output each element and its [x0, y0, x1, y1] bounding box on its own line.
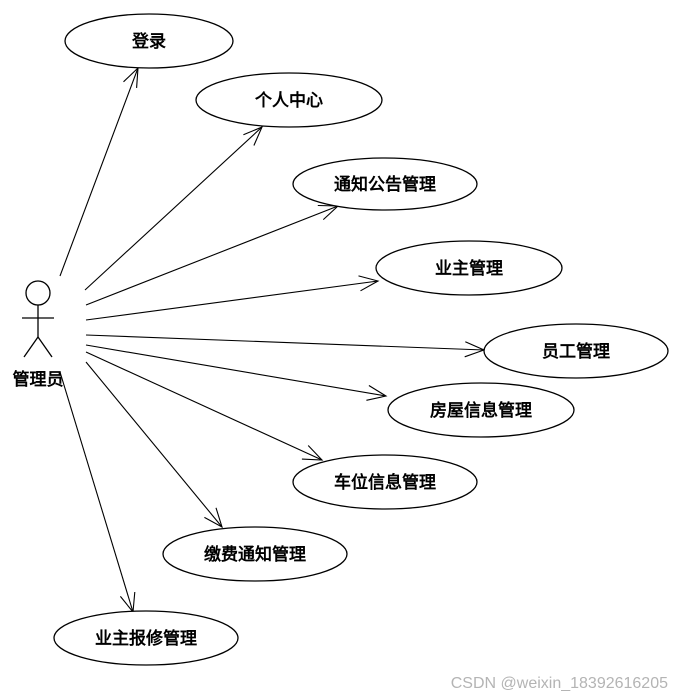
actor: 管理员: [13, 280, 64, 390]
association-staff-management: [85, 334, 485, 351]
use-case-owner-management-ellipse: [375, 240, 563, 296]
use-case-payment-notice-management-ellipse: [162, 526, 348, 582]
use-case-staff-management-label: 员工管理: [542, 341, 610, 362]
watermark-text: CSDN @weixin_18392616205: [451, 675, 668, 692]
use-case-repair-management-label: 业主报修管理: [95, 628, 197, 649]
use-case-parking-info-management: 车位信息管理: [292, 454, 478, 510]
association-repair-management: [59, 371, 134, 613]
actor-head: [25, 280, 51, 306]
use-case-personal-center-label: 个人中心: [254, 90, 323, 111]
use-case-personal-center-ellipse: [195, 72, 383, 128]
use-case-repair-management-ellipse: [53, 610, 239, 666]
association-login: [59, 67, 139, 277]
use-case-login: 登录: [64, 13, 234, 69]
arrowhead-login: [123, 66, 139, 88]
association-house-info-management: [85, 344, 387, 397]
use-case-notice-management: 通知公告管理: [292, 157, 478, 211]
arrowhead-owner-management: [358, 275, 380, 292]
use-case-payment-notice-management-label: 缴费通知管理: [204, 544, 306, 565]
use-case-house-info-management-label: 房屋信息管理: [430, 400, 532, 421]
actor-right-leg: [37, 336, 53, 358]
association-owner-management: [85, 280, 379, 321]
use-case-repair-management: 业主报修管理: [53, 610, 239, 666]
arrowhead-house-info-management: [366, 385, 388, 401]
associations: [59, 66, 486, 614]
actor-left-leg: [23, 336, 39, 358]
use-case-house-info-management-ellipse: [387, 382, 575, 438]
association-payment-notice-management: [85, 361, 223, 528]
use-case-owner-management-label: 业主管理: [435, 258, 503, 279]
arrowhead-payment-notice-management: [204, 507, 223, 529]
use-case-login-ellipse: [64, 13, 234, 69]
use-case-payment-notice-management: 缴费通知管理: [162, 526, 348, 582]
use-case-login-label: 登录: [131, 31, 166, 52]
use-case-house-info-management: 房屋信息管理: [387, 382, 575, 438]
use-case-parking-info-management-ellipse: [292, 454, 478, 510]
use-case-personal-center: 个人中心: [195, 72, 383, 128]
actor-label: 管理员: [13, 369, 64, 390]
arrowhead-personal-center: [243, 125, 264, 146]
association-notice-management: [85, 205, 339, 306]
arrowhead-parking-info-management: [301, 445, 324, 461]
use-case-staff-management-ellipse: [483, 323, 669, 379]
use-case-staff-management: 员工管理: [483, 323, 669, 379]
use-case-notice-management-label: 通知公告管理: [334, 174, 436, 195]
association-personal-center: [84, 126, 263, 291]
use-case-owner-management: 业主管理: [375, 240, 563, 296]
use-case-parking-info-management-label: 车位信息管理: [334, 472, 436, 493]
use-case-notice-management-ellipse: [292, 157, 478, 211]
association-parking-info-management: [85, 351, 323, 461]
